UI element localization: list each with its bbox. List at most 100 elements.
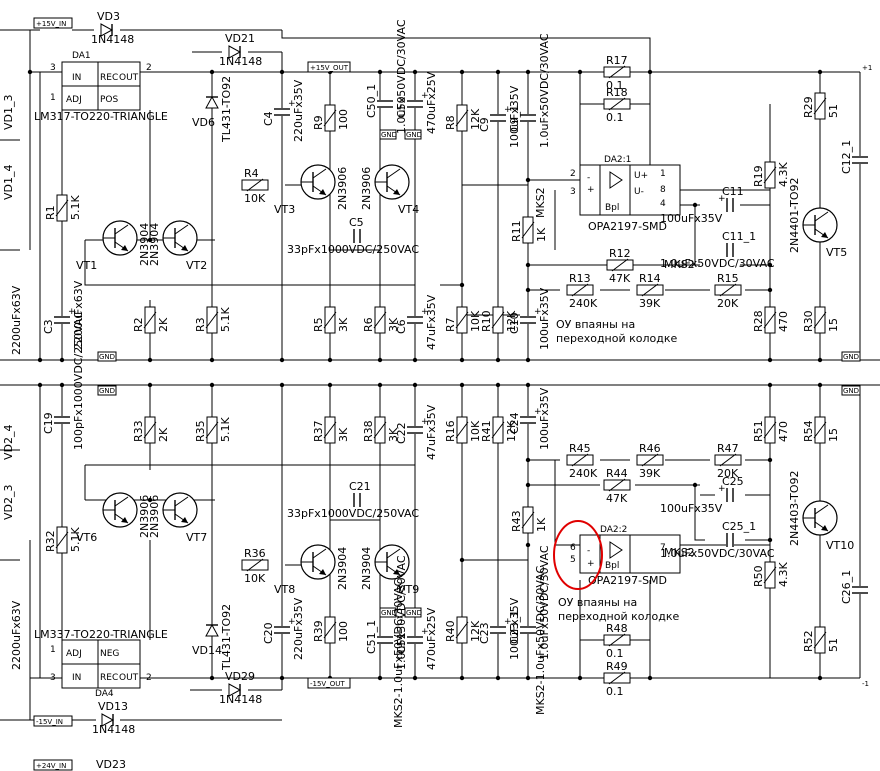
da1-ref: DA1 bbox=[72, 51, 91, 61]
capacitor-value: 220uFx35V bbox=[292, 597, 305, 660]
svg-text:OPA2197-SMD: OPA2197-SMD bbox=[588, 574, 667, 587]
resistor-value: 51 bbox=[827, 638, 840, 652]
resistor-ref: R41 bbox=[480, 420, 493, 442]
tag-p15-in: +15V_IN bbox=[36, 20, 66, 28]
resistor-r11: R11 1K bbox=[510, 216, 548, 244]
resistor-ref: R35 bbox=[194, 420, 207, 442]
resistor-ref: R10 bbox=[480, 310, 493, 332]
diode-part: TL431-TO92 bbox=[220, 76, 233, 143]
highlight-circle bbox=[553, 520, 603, 590]
resistor-ref: R18 bbox=[606, 86, 628, 99]
capacitor-ref: C51_1 bbox=[365, 620, 378, 654]
transistor-part: 2N4401-TO92 bbox=[788, 177, 801, 253]
mks-label-e: MKS2-1.0uFx50VDC/30VAC bbox=[534, 566, 547, 715]
capacitor-ref: C22 bbox=[395, 422, 408, 444]
diode-body bbox=[228, 45, 242, 59]
resistor-ref: R32 bbox=[44, 530, 57, 552]
resistor-value: 470 bbox=[777, 311, 790, 332]
resistor-value: 51 bbox=[827, 104, 840, 118]
svg-text:+: + bbox=[587, 185, 595, 195]
diode-ref: VD29 bbox=[225, 670, 255, 683]
resistor-ref: R51 bbox=[752, 420, 765, 442]
capacitor-polarity: + bbox=[718, 484, 726, 494]
diode-edge-ref-vd2_3: VD2_3 bbox=[2, 485, 15, 521]
svg-text:6: 6 bbox=[570, 543, 576, 553]
svg-text:U+: U+ bbox=[634, 171, 648, 181]
svg-text:U-: U- bbox=[634, 187, 644, 197]
resistor-ref: R44 bbox=[606, 467, 628, 480]
resistor-ref: R37 bbox=[312, 420, 325, 442]
tag-edge-bot: -1 bbox=[862, 680, 869, 688]
capacitor-value: 100pFx1000VDC/250VAC bbox=[72, 311, 85, 450]
svg-text:REC: REC bbox=[100, 73, 118, 83]
svg-text:IN: IN bbox=[72, 673, 81, 683]
transistor-part: 2N3906 bbox=[148, 495, 161, 538]
svg-text:2: 2 bbox=[146, 63, 152, 73]
bulk-cap-value-bottom: 2200uFx63V bbox=[10, 600, 23, 670]
capacitor-polarity: + bbox=[421, 627, 429, 637]
resistor-ref: R7 bbox=[444, 317, 457, 332]
svg-text:7: 7 bbox=[660, 543, 666, 553]
resistor-value: 20K bbox=[717, 467, 739, 480]
resistor-value: 12K bbox=[469, 108, 482, 130]
capacitor-value: 2200uFx63V bbox=[72, 280, 85, 350]
capacitor-ref: C20 bbox=[262, 622, 275, 644]
rail-tags: +15V_IN +15V_OUT GND GND GND GND GND GND… bbox=[33, 17, 872, 771]
da2-1-opamp: DA2:1 2 3 - + 1 8 4 U+ U- Bpl OPA2197-SM… bbox=[570, 155, 681, 233]
resistor-value: 0.1 bbox=[606, 685, 624, 698]
resistor-value: 39K bbox=[639, 467, 661, 480]
resistor-value: 5.1K bbox=[69, 527, 82, 552]
resistor-ref: R9 bbox=[312, 115, 325, 130]
capacitor-ref: C51 bbox=[395, 632, 408, 654]
resistor-ref: R15 bbox=[717, 272, 739, 285]
resistor-ref: R12 bbox=[609, 247, 631, 260]
resistor-ref: R46 bbox=[639, 442, 661, 455]
note-bot-1: ОУ впаяны на bbox=[558, 596, 637, 609]
svg-text:2: 2 bbox=[146, 673, 152, 683]
capacitor-value: 100uFx35V bbox=[660, 212, 723, 225]
capacitor-ref: C50_1 bbox=[365, 84, 378, 118]
transistor-ref: VT10 bbox=[826, 539, 854, 552]
capacitor-value: 220uFx35V bbox=[292, 79, 305, 142]
da1-part: LM317-TO220-TRIANGLE bbox=[34, 110, 168, 123]
transistor-ref: VT8 bbox=[274, 583, 295, 596]
resistor-value: 1K bbox=[535, 227, 548, 242]
da4-ref: DA4 bbox=[95, 689, 114, 699]
da4-regulator: LM337-TO220-TRIANGLE ADJ NEG IN REC OUT … bbox=[34, 628, 168, 699]
resistor-value: 15 bbox=[827, 428, 840, 442]
resistor-value: 4.3K bbox=[777, 562, 790, 587]
svg-text:IN: IN bbox=[72, 73, 81, 83]
resistor-value: 0.1 bbox=[606, 79, 624, 92]
resistor-value: 10K bbox=[469, 420, 482, 442]
resistor-value: 100 bbox=[337, 621, 350, 642]
tag-gnd-6: GND bbox=[406, 131, 422, 139]
diode-edge-ref-vd2_4: VD2_4 bbox=[2, 425, 15, 461]
resistor-ref: R11 bbox=[510, 220, 523, 242]
resistor-ref: R33 bbox=[132, 420, 145, 442]
